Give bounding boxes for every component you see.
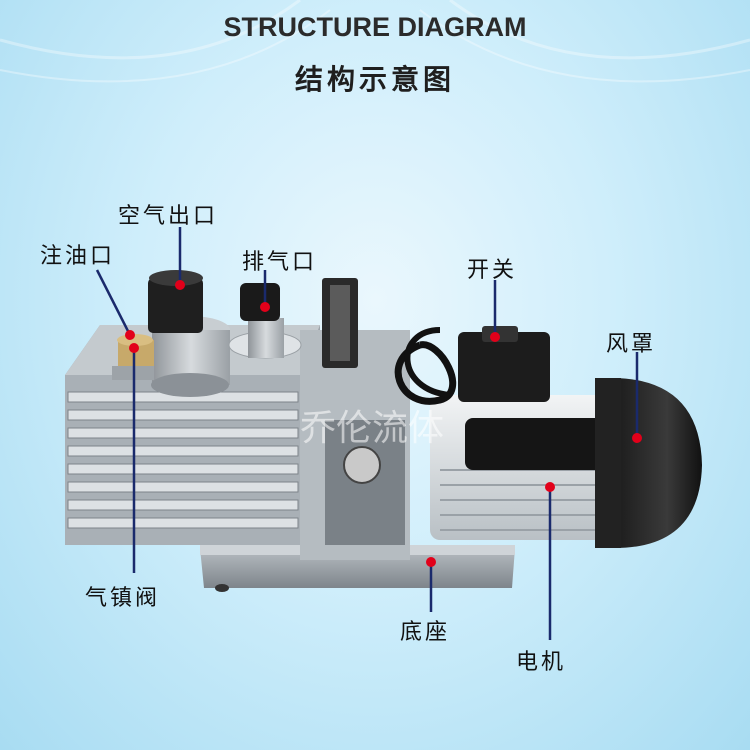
leader-lines — [95, 227, 639, 640]
label-oil-fill: 注油口 — [40, 244, 116, 269]
label-air-outlet: 空气出口 — [118, 204, 219, 229]
dot-gas-ballast — [129, 343, 139, 353]
watermark: 乔伦流体 — [300, 408, 444, 449]
background-rays — [0, 0, 750, 83]
label-gas-ballast: 气镇阀 — [85, 586, 161, 611]
label-motor: 电机 — [516, 650, 567, 675]
motor — [430, 378, 702, 548]
dot-base — [426, 557, 436, 567]
dot-fan-cover — [632, 433, 642, 443]
dot-motor — [545, 482, 555, 492]
air-outlet-fitting — [148, 270, 230, 397]
label-exhaust: 排气口 — [242, 250, 318, 275]
label-base: 底座 — [400, 620, 451, 645]
dot-switch — [490, 332, 500, 342]
label-switch: 开关 — [467, 258, 518, 283]
coupling-frame — [300, 278, 410, 560]
cooling-fins — [67, 391, 299, 529]
dot-air-outlet — [175, 280, 185, 290]
dot-exhaust — [260, 302, 270, 312]
title-chinese: 结构示意图 — [294, 63, 455, 96]
exhaust-fitting — [228, 283, 302, 359]
label-fan-cover: 风罩 — [606, 332, 657, 357]
pointer-dots — [125, 280, 642, 567]
title-english: STRUCTURE DIAGRAM — [223, 12, 527, 42]
switch-box — [394, 326, 550, 405]
leader-oil-fill — [95, 269, 132, 336]
dot-oil-fill — [125, 330, 135, 340]
